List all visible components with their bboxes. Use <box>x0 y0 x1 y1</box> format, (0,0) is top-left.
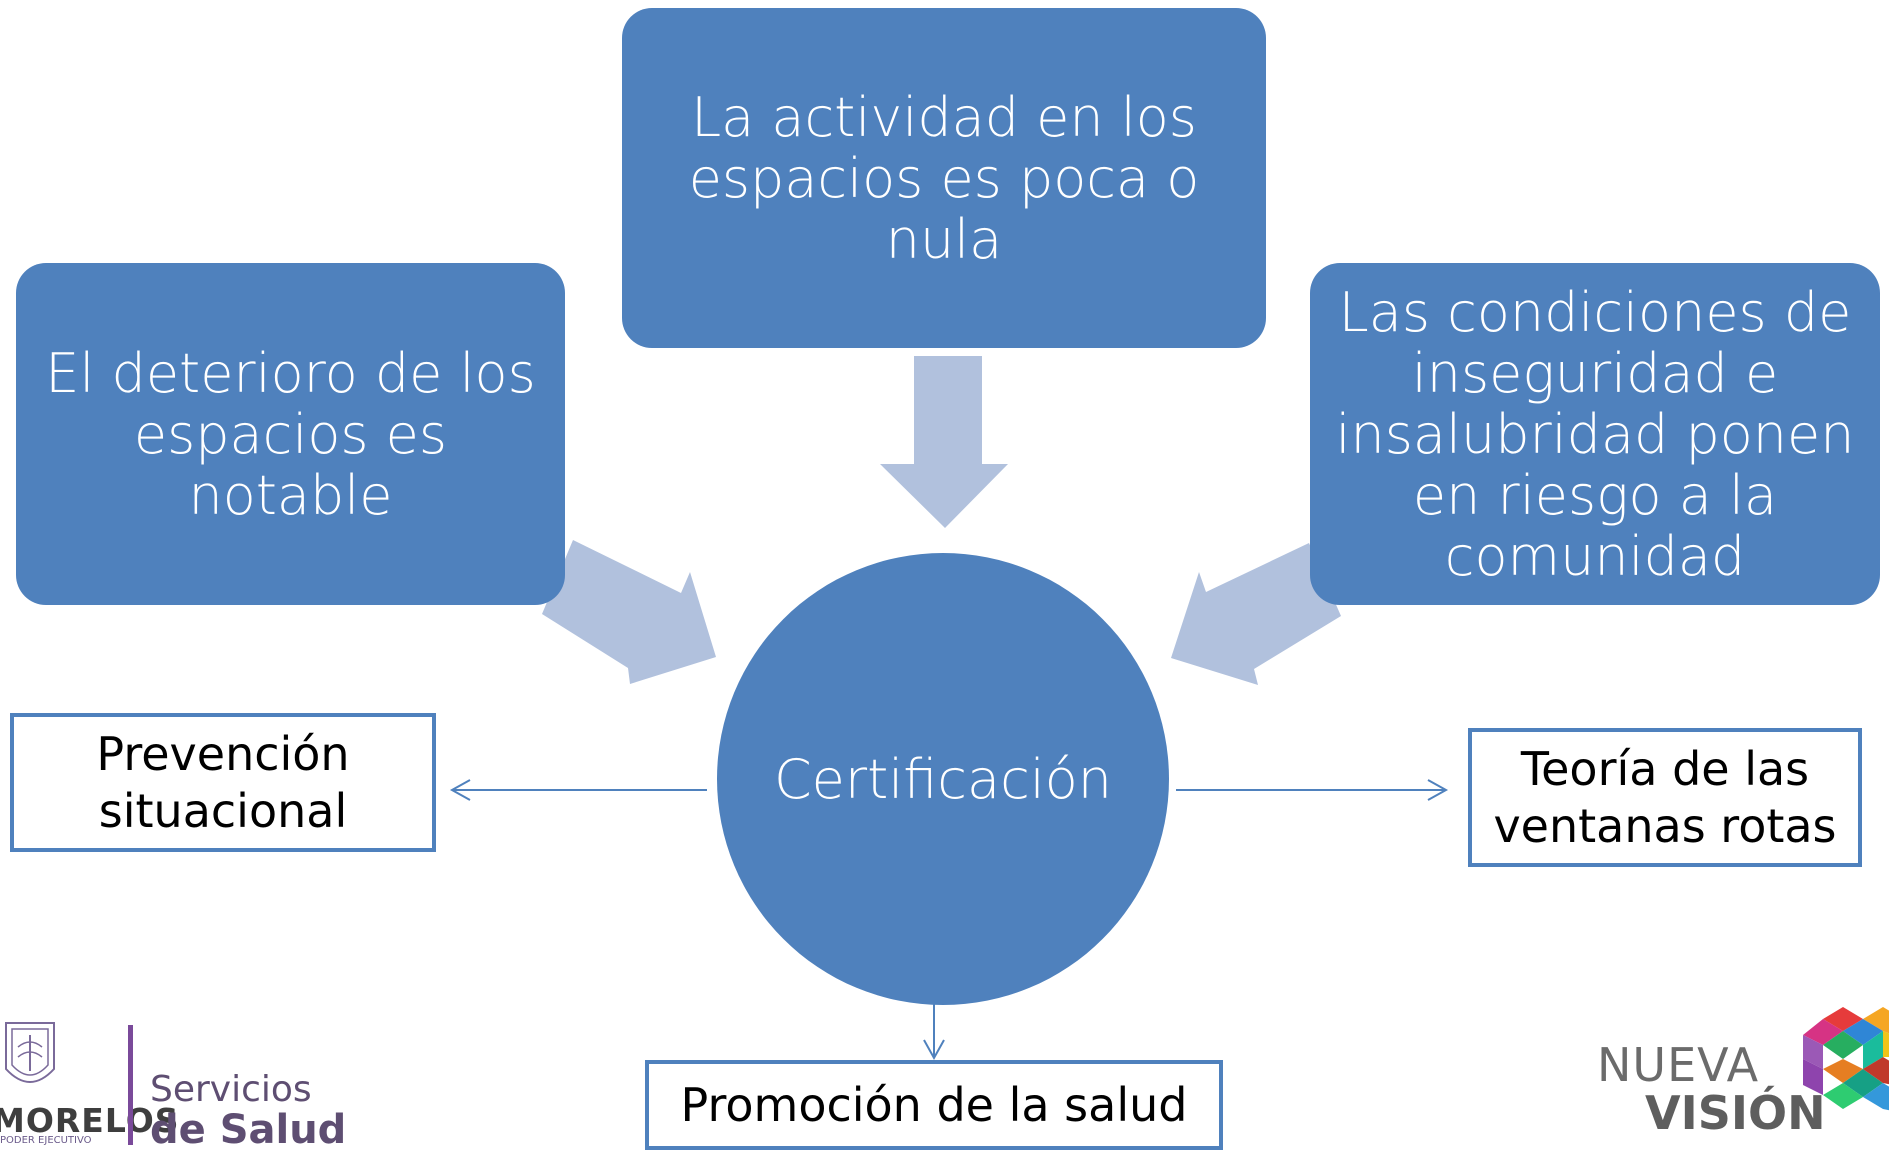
connector-to-promocion <box>923 1004 945 1061</box>
cause-box-insecurity: Las condiciones de inseguridad e insalub… <box>1310 263 1880 605</box>
outcome-promocion: Promoción de la salud <box>645 1060 1223 1150</box>
logo-nueva: NUEVA <box>1597 1038 1760 1092</box>
logo-servicios: Servicios <box>150 1069 312 1110</box>
logo-state-name: MORELOS <box>0 1101 180 1140</box>
logo-de-salud: de Salud <box>150 1107 347 1153</box>
state-seal-icon <box>5 1022 55 1083</box>
connector-to-prevencion <box>449 779 707 801</box>
arrow-top-to-center <box>880 356 1008 528</box>
arrow-right-to-center <box>1171 543 1341 685</box>
outcome-teoria: Teoría de las ventanas rotas <box>1468 728 1862 867</box>
nueva-vision-logo: NUEVA VISIÓN <box>1585 1000 1889 1140</box>
cause-box-deterioration: El deterioro de los espacios es notable <box>16 263 565 605</box>
center-node-certificacion: Certificación <box>717 553 1169 1005</box>
outcome-prevencion: Prevención situacional <box>10 713 436 852</box>
arrow-left-to-center <box>542 540 716 684</box>
logo-state-sub: PODER EJECUTIVO <box>0 1135 92 1146</box>
hexagon-mosaic-icon <box>1803 1007 1889 1111</box>
cause-box-activity: La actividad en los espacios es poca o n… <box>622 8 1266 348</box>
logo-vision: VISIÓN <box>1645 1086 1826 1140</box>
servicios-de-salud-logo: MORELOS PODER EJECUTIVO Servicios de Sal… <box>0 1005 346 1153</box>
connector-to-teoria <box>1176 779 1449 801</box>
logo-divider <box>128 1025 133 1145</box>
